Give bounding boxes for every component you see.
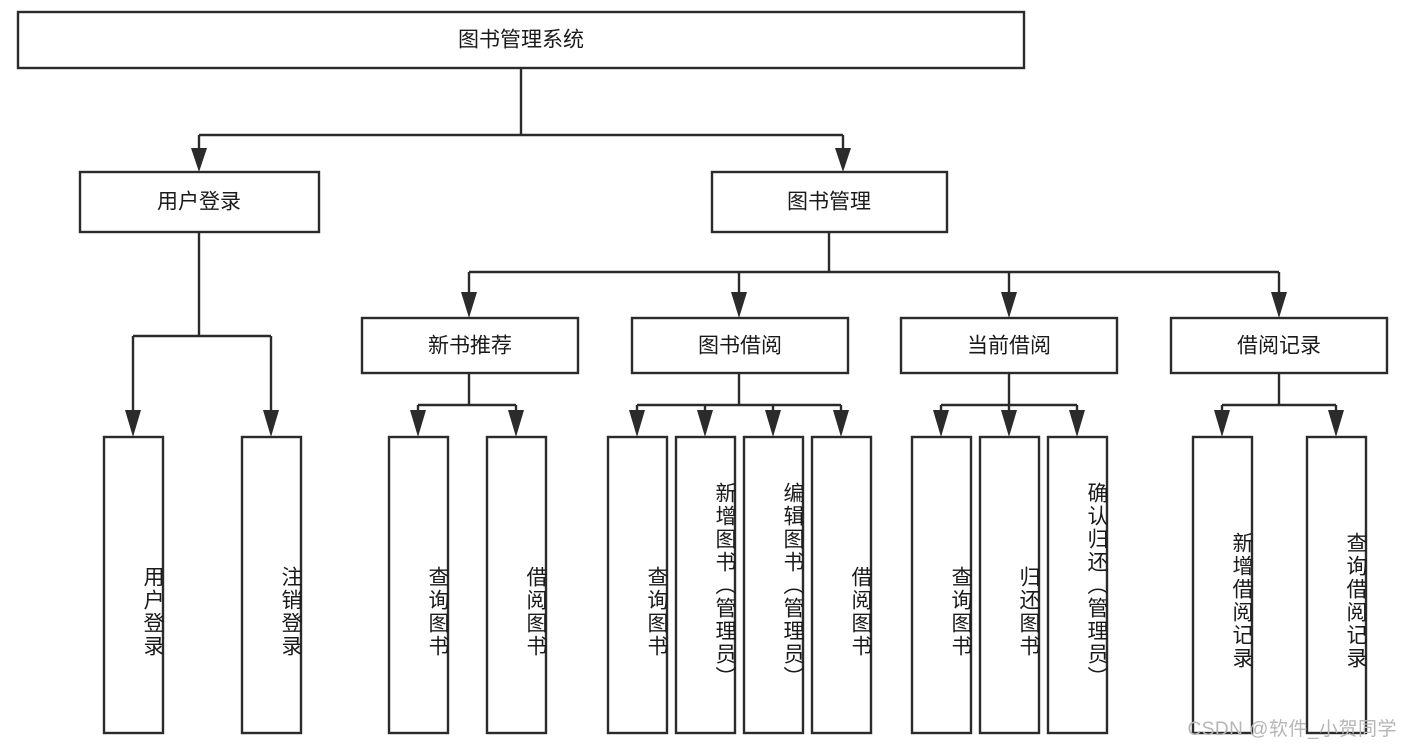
node-leaf-user-login[interactable] [102,435,165,735]
arrow-head-icon [263,410,279,437]
node-leaf-borrow-book-2[interactable] [810,435,873,735]
arrow-head-icon [731,292,747,318]
node-root-label: 图书管理系统 [458,29,584,52]
arrow-head-icon [933,410,949,437]
arrow-head-icon [508,410,524,437]
arrow-head-icon [1328,410,1344,437]
node-book-borrow-label: 图书借阅 [698,335,782,358]
arrow-head-icon [125,410,141,437]
node-leaf-query-book-3[interactable] [910,435,973,735]
node-leaf-query-record[interactable] [1305,435,1368,735]
node-borrow-record-label: 借阅记录 [1237,335,1321,358]
node-leaf-confirm-return[interactable] [1046,435,1109,735]
arrow-head-icon [1001,292,1017,318]
arrow-head-icon [1069,410,1085,437]
arrow-head-icon [765,410,781,437]
connector-current-borrow-to-leaves [933,373,1085,437]
arrow-head-icon [1271,292,1287,318]
connector-book-management-to-level3 [461,232,1287,318]
node-book-management-label: 图书管理 [787,191,871,214]
node-leaf-borrow-book-1[interactable] [485,435,548,735]
connector-book-borrow-to-leaves [629,373,849,437]
node-user-login-label: 用户登录 [157,191,241,214]
node-leaf-edit-book[interactable] [742,435,805,735]
node-leaf-return-book[interactable] [978,435,1041,735]
watermark-text: CSDN @软件_小贺同学 [1187,719,1397,740]
arrow-head-icon [191,148,207,172]
arrow-head-icon [629,410,645,437]
arrow-head-icon [1001,410,1017,437]
node-leaf-add-record[interactable] [1191,435,1254,735]
node-new-book-recommend-label: 新书推荐 [428,335,512,358]
connector-user-login-to-leaves [125,232,279,437]
connector-root-to-level2 [191,68,851,172]
node-new-book-recommend[interactable]: 新书推荐 [360,316,580,375]
arrow-head-icon [461,292,477,318]
node-leaf-query-book-2[interactable] [606,435,669,735]
node-root[interactable]: 图书管理系统 [16,10,1026,70]
node-leaf-query-book-1[interactable] [387,435,450,735]
node-current-borrow-label: 当前借阅 [967,335,1051,358]
node-book-management[interactable]: 图书管理 [710,170,949,234]
connector-new-book-recommend-to-leaves [410,373,524,437]
arrow-head-icon [1214,410,1230,437]
node-leaf-user-logout[interactable] [240,435,303,735]
arrow-head-icon [410,410,426,437]
node-user-login[interactable]: 用户登录 [78,170,321,234]
connector-borrow-record-to-leaves [1214,373,1344,437]
node-current-borrow[interactable]: 当前借阅 [899,316,1119,375]
arrow-head-icon [697,410,713,437]
node-leaf-add-book[interactable] [674,435,737,735]
node-book-borrow[interactable]: 图书借阅 [630,316,850,375]
arrow-head-icon [833,410,849,437]
node-borrow-record[interactable]: 借阅记录 [1169,316,1389,375]
arrow-head-icon [835,148,851,172]
